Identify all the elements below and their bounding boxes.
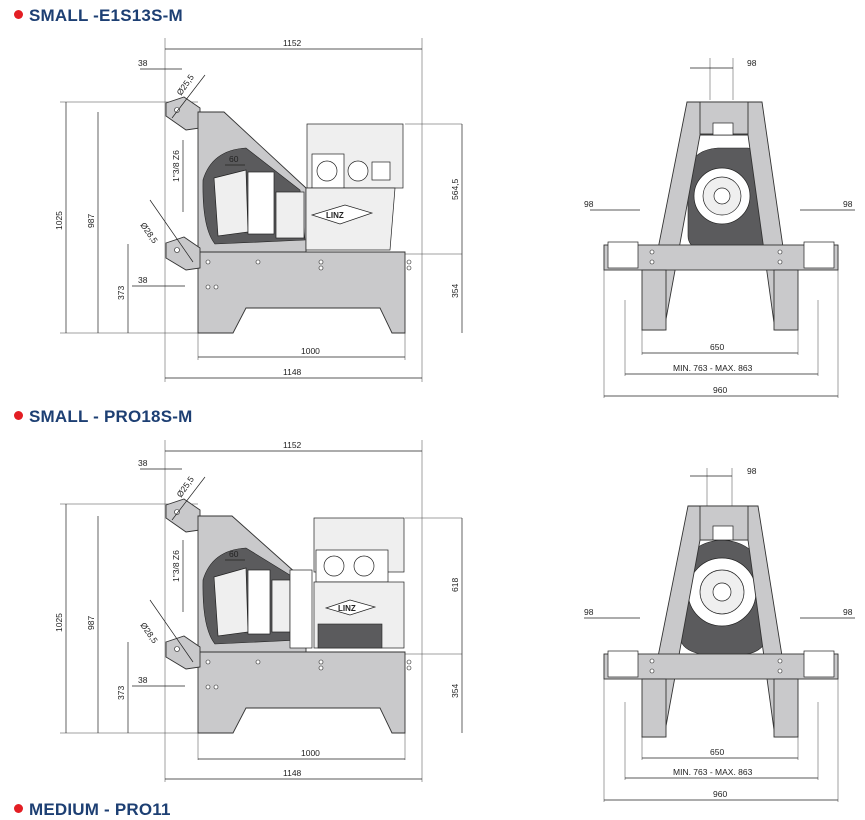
dim-base-inner: 1000 <box>301 748 320 758</box>
section-title-text: SMALL - PRO18S-M <box>29 407 193 426</box>
dim-offset-low: 38 <box>138 275 148 285</box>
dim-front-total: 960 <box>713 789 727 799</box>
dim-front-top: 98 <box>747 466 757 476</box>
dim-front-total: 960 <box>713 385 727 395</box>
brand-logo: LINZ <box>326 211 344 220</box>
dim-base-total: 1148 <box>283 367 302 377</box>
front-view-drawing: 98 98 98 650 MIN. 763 - MAX. 863 960 <box>584 466 855 802</box>
dim-base-height: 354 <box>450 284 460 298</box>
side-view-drawing: LINZ 1152 38 Ø25,5 1025 987 1"3/8 Z6 60 … <box>54 38 463 382</box>
side-view-drawing: LINZ 1152 38 Ø25,5 1025 987 1"3/8 Z6 60 … <box>54 440 463 782</box>
dim-base-inner: 1000 <box>301 346 320 356</box>
front-view-drawing: 98 98 98 650 MIN. 763 - MAX. 863 960 <box>584 58 855 398</box>
dim-hole-low: Ø28,5 <box>138 620 160 645</box>
section-2-drawings: LINZ 1152 38 Ø25,5 1025 987 1"3/8 Z6 60 … <box>54 440 855 802</box>
dim-front-right: 98 <box>843 607 853 617</box>
brand-logo: LINZ <box>338 604 356 613</box>
section-1-drawings: LINZ 1152 38 Ø25,5 1025 987 1"3/8 Z6 60 … <box>54 38 855 398</box>
dim-width-total: 1152 <box>283 38 302 48</box>
section-title-pro18s: SMALL - PRO18S-M <box>14 407 192 427</box>
dim-height-mid: 987 <box>86 214 96 228</box>
bullet-dot <box>14 411 23 420</box>
dim-base-height: 354 <box>450 684 460 698</box>
dim-alt-height: 618 <box>450 578 460 592</box>
dim-front-top: 98 <box>747 58 757 68</box>
dim-front-left: 98 <box>584 607 594 617</box>
dim-offset: 38 <box>138 458 148 468</box>
dim-thread: 1"3/8 Z6 <box>171 550 181 582</box>
bullet-dot <box>14 10 23 19</box>
dim-offset: 38 <box>138 58 148 68</box>
dim-hole-top: Ø25,5 <box>174 72 196 97</box>
dim-front-range: MIN. 763 - MAX. 863 <box>673 767 753 777</box>
section-title-e1s13s: SMALL -E1S13S-M <box>14 6 183 26</box>
section-title-text: SMALL -E1S13S-M <box>29 6 183 25</box>
dim-height-mid: 987 <box>86 616 96 630</box>
dim-offset-low: 38 <box>138 675 148 685</box>
dim-front-right: 98 <box>843 199 853 209</box>
dim-alt-height: 564,5 <box>450 178 460 200</box>
dim-front-left: 98 <box>584 199 594 209</box>
dim-hole-low: Ø28,5 <box>138 220 160 245</box>
dim-height-total: 1025 <box>54 613 64 632</box>
dim-thread: 1"3/8 Z6 <box>171 150 181 182</box>
bullet-dot <box>14 804 23 813</box>
dim-height-low: 373 <box>116 286 126 300</box>
dim-front-inner: 650 <box>710 342 724 352</box>
dim-height-low: 373 <box>116 686 126 700</box>
dim-hole-top: Ø25,5 <box>174 474 196 499</box>
dim-front-range: MIN. 763 - MAX. 863 <box>673 363 753 373</box>
dim-flange: 60 <box>229 154 239 164</box>
dim-height-total: 1025 <box>54 211 64 230</box>
dim-front-inner: 650 <box>710 747 724 757</box>
dim-base-total: 1148 <box>283 768 302 778</box>
dim-width-total: 1152 <box>283 440 302 450</box>
dim-flange: 60 <box>229 549 239 559</box>
